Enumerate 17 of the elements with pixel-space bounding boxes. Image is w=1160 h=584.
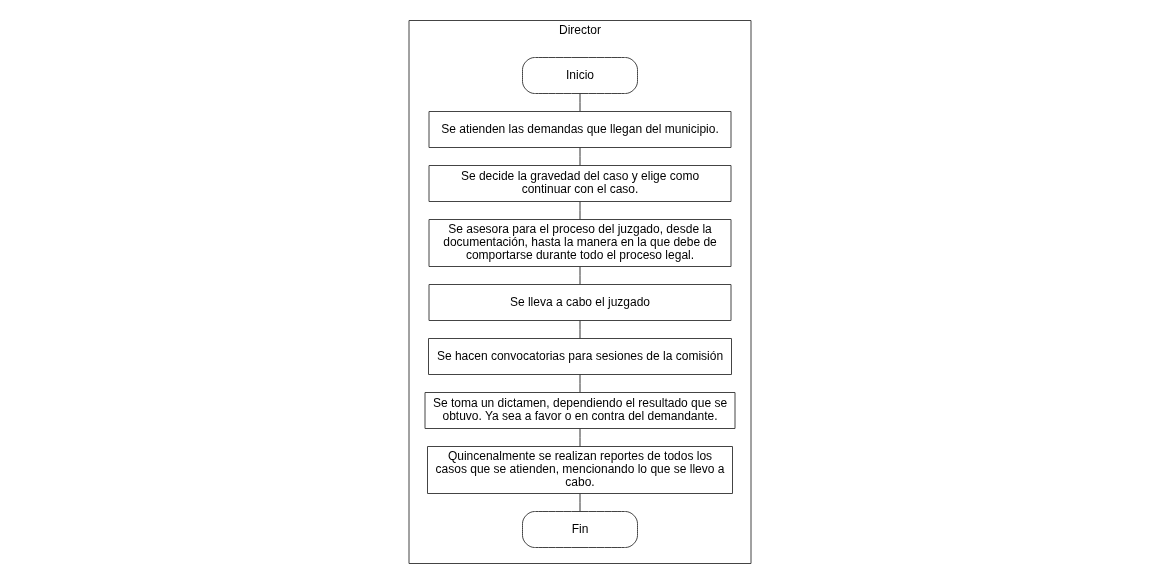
node-box: Fin bbox=[522, 511, 638, 548]
connector bbox=[579, 201, 581, 220]
connector bbox=[579, 374, 581, 393]
node-box: Se lleva a cabo el juzgado bbox=[428, 284, 732, 321]
node-box: Se hacen convocatorias para sesiones de la comisión bbox=[428, 338, 732, 375]
node-box: Se atienden las demandas que llegan del municipio. bbox=[428, 111, 732, 148]
node-box: Se decide la gravedad del caso y elige como continuar con el caso. bbox=[428, 165, 732, 202]
connector bbox=[579, 428, 581, 447]
node-box: Se toma un dictamen, dependiendo el resultado que se obtuvo. Ya sea a favor o en contra del demandante. bbox=[424, 392, 736, 429]
node-box: Inicio bbox=[522, 57, 638, 94]
connector bbox=[579, 320, 581, 339]
connector bbox=[579, 93, 581, 112]
connector bbox=[579, 493, 581, 512]
node-box: Se asesora para el proceso del juzgado, desde la documentación, hasta la manera en la que debe de comportarse durante todo el proceso legal. bbox=[428, 219, 732, 267]
node-box: Quincenalmente se realizan reportes de todos los casos que se atienden, mencionando lo que se llevo a cabo. bbox=[427, 446, 733, 494]
connector bbox=[579, 266, 581, 285]
connector bbox=[579, 147, 581, 166]
